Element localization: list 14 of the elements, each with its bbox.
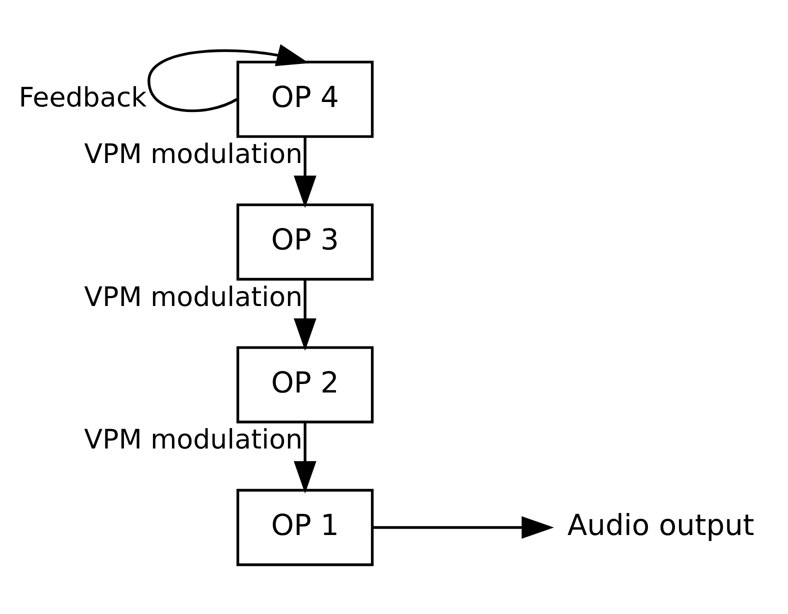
node-box: OP 1 [236, 488, 374, 566]
arrow [148, 44, 309, 112]
edge-label: Feedback [18, 82, 147, 113]
node-box: OP 2 [236, 346, 374, 423]
edge-label: VPM modulation [84, 281, 303, 312]
edge-label: VPM modulation [84, 138, 303, 170]
node-box: OP 3 [236, 202, 374, 280]
node-text: Audio output [567, 508, 754, 542]
edge-label: VPM modulation [84, 424, 303, 456]
arrow [294, 422, 316, 493]
arrow [294, 136, 316, 208]
node-box: OP 4 [236, 60, 374, 138]
arrow [294, 279, 316, 350]
arrow [372, 516, 554, 538]
